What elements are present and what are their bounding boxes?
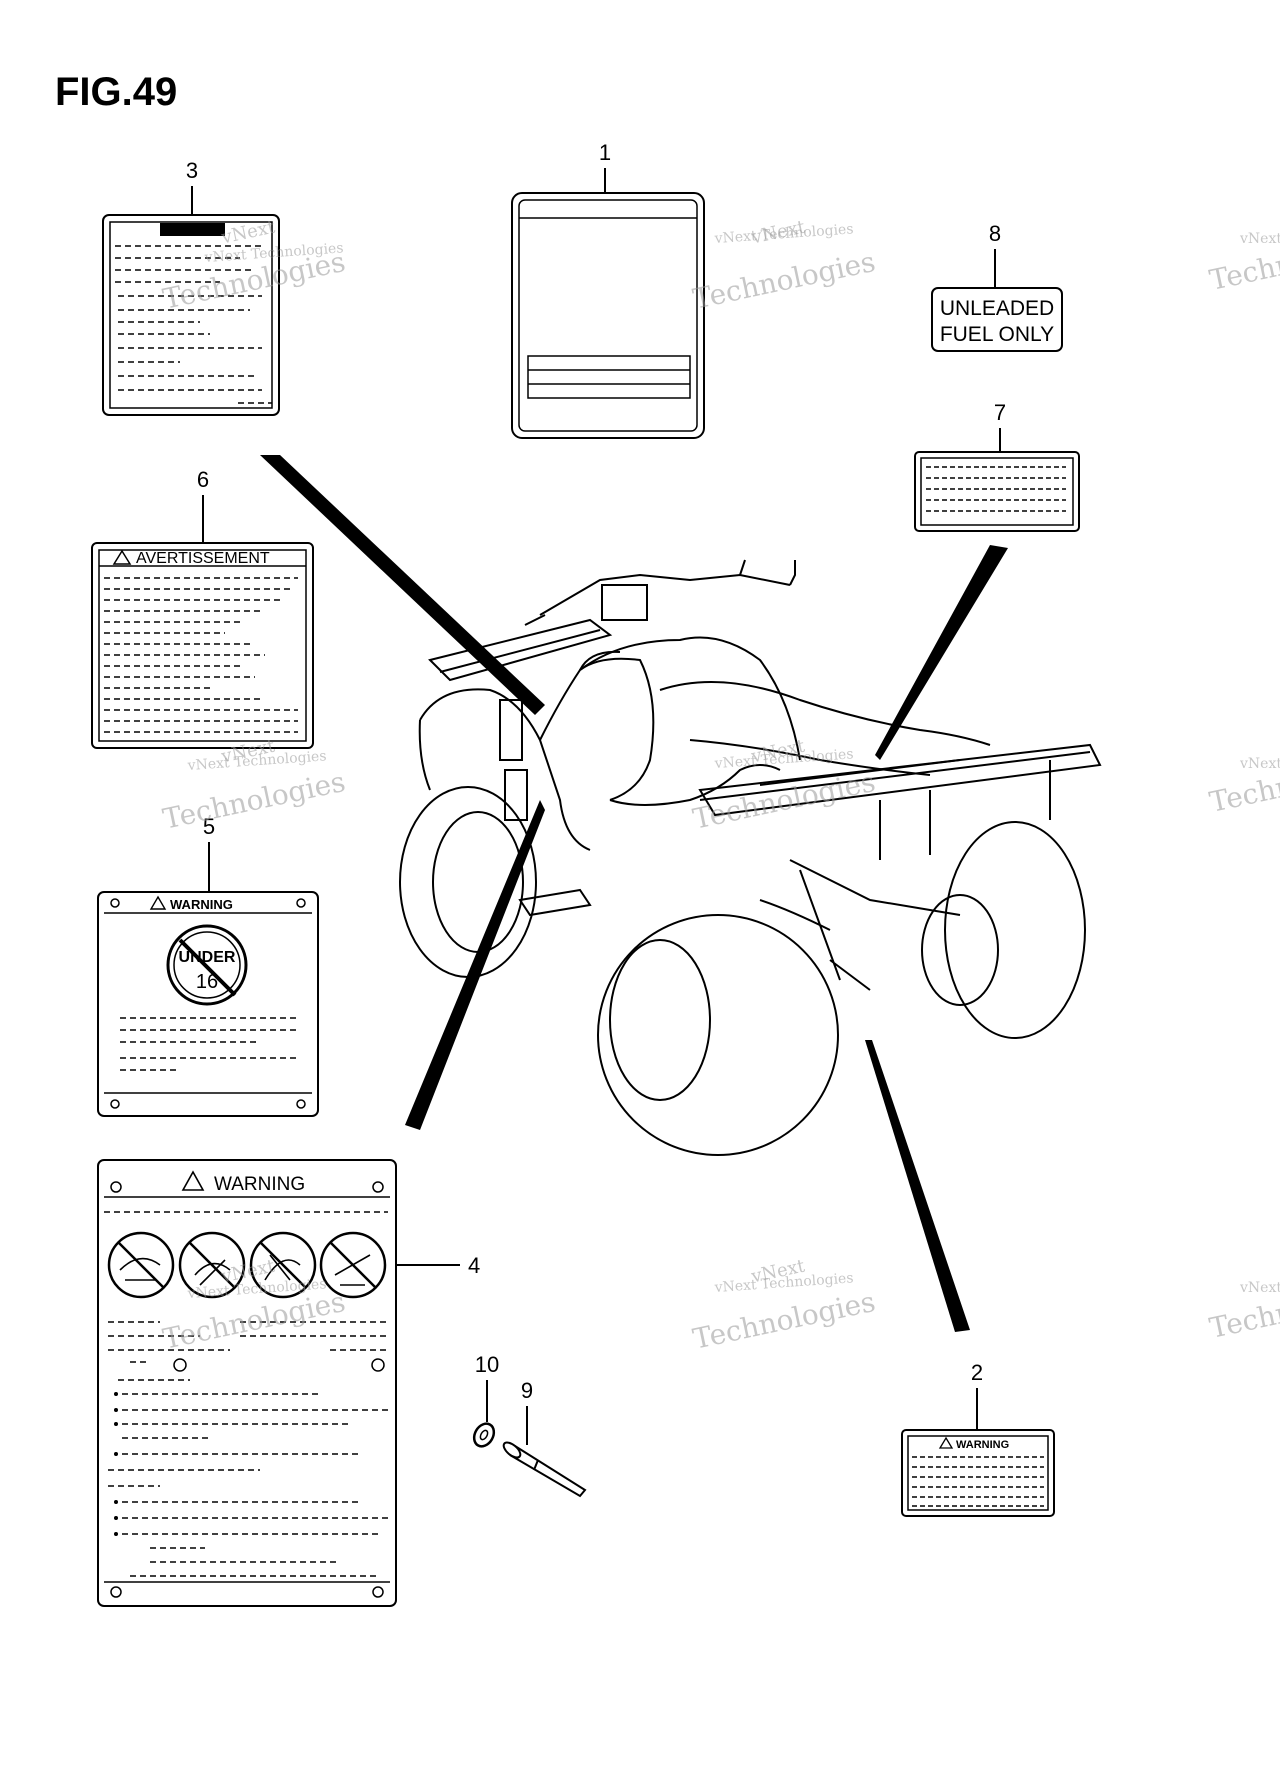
watermark-8-text: vNext — [1239, 756, 1280, 772]
prohibition-icon-3 — [249, 1231, 317, 1299]
part-3-header-bar — [160, 223, 225, 236]
part-3: 3 — [102, 158, 280, 416]
svg-text:Technologies: Technologies — [690, 765, 878, 836]
leader-wedges — [260, 455, 1008, 1332]
alert-triangle-icon — [181, 1170, 205, 1191]
watermark-6: vNext Technologies — [690, 1255, 878, 1355]
prohibition-icon-2 — [178, 1231, 246, 1299]
prohibition-icon-1 — [107, 1231, 175, 1299]
part-10-number: 10 — [475, 1352, 499, 1377]
prohibition-icons — [107, 1231, 387, 1299]
watermark-4: vNext Technologies — [690, 735, 878, 836]
watermark-4-text: vNext Technologies — [713, 746, 854, 772]
part-1-number: 1 — [599, 140, 611, 165]
part-5-number: 5 — [203, 814, 215, 839]
fuel-label-line2: FUEL ONLY — [940, 323, 1054, 346]
part-7: 7 — [914, 400, 1080, 532]
part-10: 10 — [472, 1352, 499, 1448]
fuel-label-line1: UNLEADED — [940, 297, 1054, 320]
part-7-number: 7 — [994, 400, 1006, 425]
wedge-label-7 — [875, 545, 1008, 760]
avertissement-heading: AVERTISSEMENT — [136, 550, 270, 567]
watermark-7-text: vNext — [1239, 231, 1280, 247]
watermark-9-text: vNext — [1239, 1280, 1280, 1296]
figure-title: FIG.49 — [55, 70, 178, 114]
alert-triangle-icon — [938, 1436, 954, 1449]
watermark-2: vNext Technologies — [690, 216, 878, 316]
alert-triangle-icon — [112, 549, 132, 565]
part-9-number: 9 — [521, 1378, 533, 1403]
part-6-number: 6 — [197, 467, 209, 492]
part-6: 6 AVERTISSEMENT — [91, 467, 314, 749]
part-8-number: 8 — [989, 221, 1001, 246]
warning-heading-part-4: WARNING — [214, 1174, 305, 1195]
wedge-label-4 — [405, 800, 545, 1130]
part-2: 2 WARNING — [901, 1360, 1055, 1517]
part-4-number: 4 — [468, 1253, 480, 1278]
warning-heading-part-5: WARNING — [170, 897, 233, 912]
no-under-16-icon — [166, 924, 248, 1006]
part-9: 9 — [502, 1378, 587, 1498]
part-1: 1 — [511, 140, 705, 439]
atv-illustration — [399, 559, 1102, 1156]
part-2-number: 2 — [971, 1360, 983, 1385]
alert-triangle-icon — [149, 895, 167, 910]
age-text: 16 — [196, 971, 218, 993]
wedge-label-3 — [260, 455, 545, 715]
svg-text:Technologies: Technologies — [160, 765, 348, 836]
prohibition-icon-4 — [319, 1231, 387, 1299]
rivet-icon — [502, 1441, 587, 1498]
svg-text:Technologies: Technologies — [690, 245, 878, 316]
part-5: 5 WARNING UNDER 16 — [97, 814, 319, 1117]
wedge-label-2 — [865, 1040, 970, 1332]
part-8: 8 UNLEADED FUEL ONLY — [931, 221, 1063, 352]
washer-icon — [472, 1422, 496, 1448]
warning-heading-part-2: WARNING — [956, 1439, 1009, 1451]
part-3-number: 3 — [186, 158, 198, 183]
under-text: UNDER — [179, 949, 236, 966]
watermark-3-text: vNext Technologies — [186, 748, 327, 774]
part-4: WARNING — [97, 1159, 480, 1607]
